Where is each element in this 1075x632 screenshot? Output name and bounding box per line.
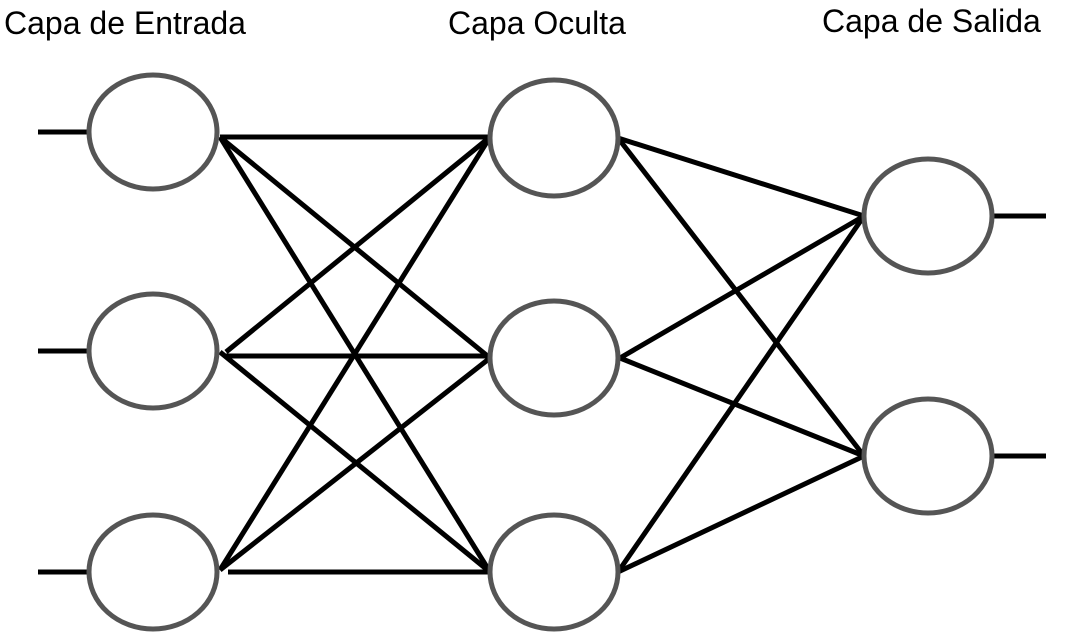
- output-layer-title: Capa de Salida: [822, 3, 1041, 39]
- input-layer: [86, 72, 220, 632]
- output-layer: [861, 156, 995, 516]
- hidden-layer-title: Capa Oculta: [448, 5, 626, 41]
- input-layer-title: Capa de Entrada: [4, 5, 246, 41]
- edge-i3-h1: [217, 135, 493, 572]
- output-node-2: [861, 396, 995, 516]
- input-hidden-connections: [217, 134, 493, 575]
- output-lines: [993, 213, 1046, 459]
- input-node-2: [86, 291, 220, 411]
- input-lines: [38, 129, 90, 575]
- edge-h2-o1: [618, 213, 866, 361]
- hidden-node-1: [487, 77, 621, 199]
- edge-i3-h2: [218, 356, 492, 572]
- edge-h3-o2: [616, 453, 866, 575]
- edge-i2-h1: [224, 135, 492, 354]
- edge-h2-o2: [619, 355, 865, 459]
- edge-h3-o1: [615, 214, 867, 574]
- hidden-node-2: [487, 298, 621, 418]
- edge-h1-o2: [616, 136, 866, 458]
- input-node-1: [86, 72, 220, 192]
- hidden-layer: [487, 77, 621, 632]
- output-node-1: [861, 156, 995, 276]
- edge-h1-o1: [617, 135, 865, 219]
- hidden-output-connections: [615, 135, 867, 575]
- hidden-node-3: [487, 512, 621, 632]
- input-node-3: [86, 512, 220, 632]
